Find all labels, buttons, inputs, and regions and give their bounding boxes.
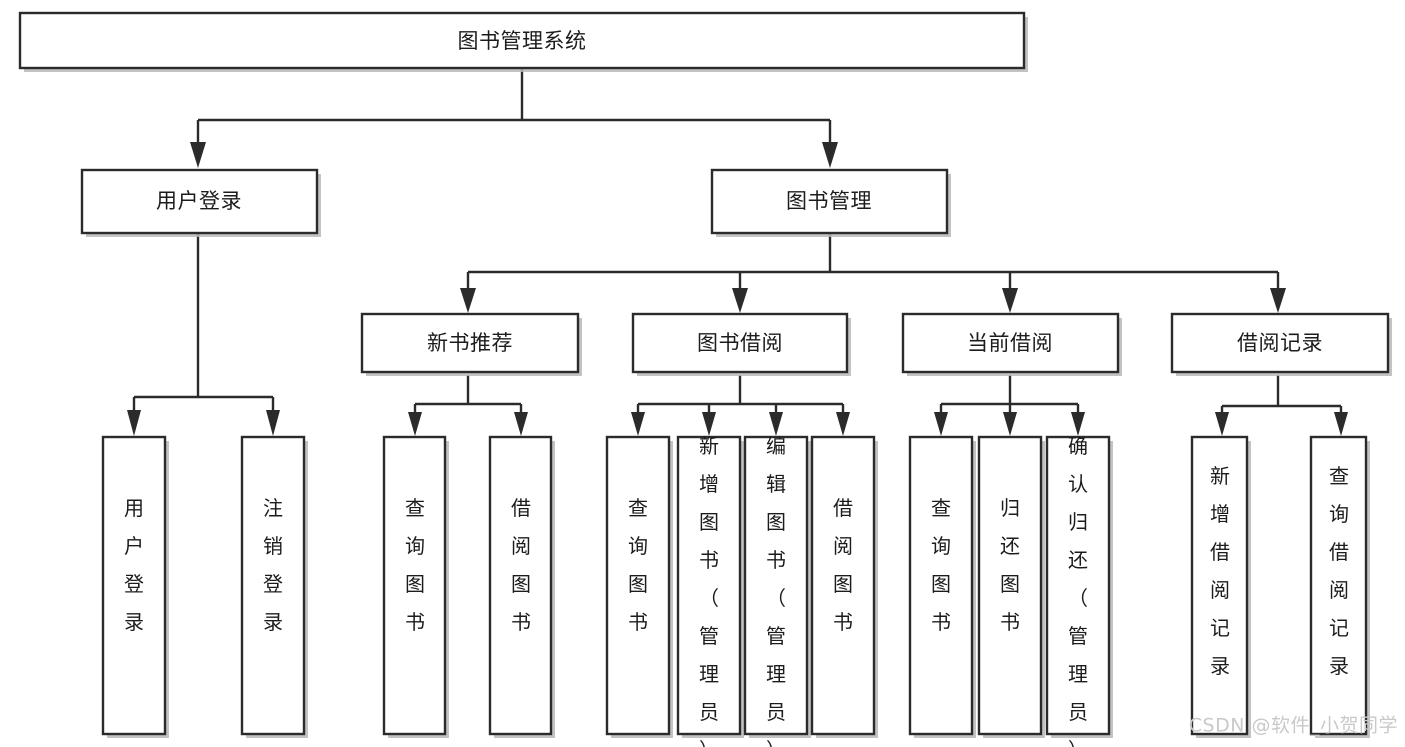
node-leaf-add-record-label: 新增借阅记录 bbox=[1210, 464, 1230, 678]
node-leaf-user-login-box[interactable] bbox=[101, 435, 167, 736]
node-leaf-query-book-1-label: 查询图书 bbox=[405, 496, 425, 634]
node-leaf-user-login[interactable]: 用户登录 bbox=[101, 435, 169, 738]
node-leaf-query-record-box[interactable] bbox=[1309, 435, 1368, 736]
node-new-book-rec-label: 新书推荐 bbox=[427, 331, 513, 355]
node-borrow-record-box[interactable] bbox=[1170, 312, 1390, 374]
node-leaf-logout-login[interactable]: 注销登录 bbox=[240, 435, 308, 738]
node-book-manage-label: 图书管理 bbox=[786, 189, 872, 213]
node-book-borrow-label: 图书借阅 bbox=[697, 331, 783, 355]
node-leaf-borrow-book-1-box[interactable] bbox=[488, 435, 553, 736]
node-leaf-borrow-book-2[interactable]: 借阅图书 bbox=[810, 435, 878, 738]
arrow-head-userlogin bbox=[190, 142, 206, 168]
node-leaf-query-book-3[interactable]: 查询图书 bbox=[908, 435, 976, 738]
node-leaf-borrow-book-1[interactable]: 借阅图书 bbox=[488, 435, 555, 738]
arrow-head-leaf-add-book bbox=[702, 412, 716, 436]
arrow-head-leaf-borrow-book-2 bbox=[836, 412, 850, 436]
node-leaf-query-book-1[interactable]: 查询图书 bbox=[382, 435, 449, 738]
node-leaf-query-book-2-label: 查询图书 bbox=[628, 496, 648, 634]
node-leaf-edit-book-box[interactable] bbox=[743, 435, 809, 736]
arrow-head-bookborrow bbox=[732, 288, 748, 313]
node-user-login[interactable]: 用户登录 bbox=[80, 168, 321, 237]
node-leaf-borrow-book-2-box[interactable] bbox=[810, 435, 876, 736]
node-leaf-confirm-return-label: 确认归还（管理员） bbox=[1068, 434, 1088, 747]
node-leaf-return-book[interactable]: 归还图书 bbox=[977, 435, 1045, 738]
arrow-head-bookmanage bbox=[822, 142, 838, 168]
node-leaf-edit-book[interactable]: 编辑图书（管理员） bbox=[743, 434, 811, 747]
node-current-borrow-box[interactable] bbox=[901, 312, 1120, 374]
node-leaf-query-book-2-box[interactable] bbox=[605, 435, 671, 736]
node-leaf-confirm-return[interactable]: 确认归还（管理员） bbox=[1045, 434, 1113, 747]
arrow-head-leaf-confirm-return bbox=[1071, 412, 1085, 436]
arrow-head-currentborrow bbox=[1002, 288, 1018, 313]
csdn-watermark: CSDN @软件_小贺同学 bbox=[1189, 715, 1398, 737]
node-book-borrow-box[interactable] bbox=[631, 312, 849, 374]
node-leaf-logout-login-label: 注销登录 bbox=[263, 496, 283, 634]
arrow-head-leaf-edit-book bbox=[769, 412, 783, 436]
node-root-box[interactable] bbox=[18, 11, 1026, 70]
node-borrow-record[interactable]: 借阅记录 bbox=[1170, 312, 1392, 376]
node-leaf-query-record-label: 查询借阅记录 bbox=[1329, 464, 1349, 678]
arrow-head-leaf-query-book-2 bbox=[631, 412, 645, 436]
node-leaf-return-book-box[interactable] bbox=[977, 435, 1043, 736]
node-leaf-return-book-label: 归还图书 bbox=[1000, 496, 1020, 634]
connector-layer bbox=[127, 68, 1348, 436]
node-leaf-user-login-label: 用户登录 bbox=[124, 496, 144, 634]
node-leaf-logout-login-box[interactable] bbox=[240, 435, 306, 736]
arrow-head-newbook bbox=[460, 288, 476, 313]
node-current-borrow[interactable]: 当前借阅 bbox=[901, 312, 1122, 376]
node-user-login-box[interactable] bbox=[80, 168, 319, 235]
node-leaf-add-book-box[interactable] bbox=[676, 435, 742, 736]
arrow-head-leaf-return-book bbox=[1003, 412, 1017, 436]
arrow-head-borrowrecord bbox=[1270, 288, 1286, 313]
node-leaf-confirm-return-box[interactable] bbox=[1045, 435, 1111, 736]
arrow-head-leaf-query-book-1 bbox=[408, 412, 422, 436]
node-current-borrow-label: 当前借阅 bbox=[967, 331, 1053, 355]
node-book-manage-box[interactable] bbox=[710, 168, 949, 235]
node-leaf-edit-book-label: 编辑图书（管理员） bbox=[766, 434, 786, 747]
arrow-head-leaf-add-record bbox=[1215, 412, 1229, 436]
node-book-manage[interactable]: 图书管理 bbox=[710, 168, 951, 237]
node-leaf-add-book-label: 新增图书（管理员） bbox=[699, 434, 719, 747]
node-leaf-add-record-box[interactable] bbox=[1190, 435, 1249, 736]
node-user-login-label: 用户登录 bbox=[156, 189, 242, 213]
node-new-book-rec[interactable]: 新书推荐 bbox=[360, 312, 582, 376]
arrow-head-leaf-logout-login bbox=[266, 410, 280, 436]
arrow-head-leaf-borrow-book-1 bbox=[514, 412, 528, 436]
node-leaf-query-book-3-label: 查询图书 bbox=[931, 496, 951, 634]
node-leaf-borrow-book-1-label: 借阅图书 bbox=[511, 496, 531, 634]
node-root-label: 图书管理系统 bbox=[458, 29, 587, 53]
node-leaf-query-book-1-box[interactable] bbox=[382, 435, 447, 736]
node-leaf-borrow-book-2-label: 借阅图书 bbox=[833, 496, 853, 634]
arrow-head-leaf-query-book-3 bbox=[934, 412, 948, 436]
arrow-head-leaf-query-record bbox=[1334, 412, 1348, 436]
node-leaf-add-book[interactable]: 新增图书（管理员） bbox=[676, 434, 744, 747]
node-book-borrow[interactable]: 图书借阅 bbox=[631, 312, 851, 376]
node-new-book-rec-box[interactable] bbox=[360, 312, 580, 374]
node-leaf-query-book-3-box[interactable] bbox=[908, 435, 974, 736]
node-leaf-query-book-2[interactable]: 查询图书 bbox=[605, 435, 673, 738]
node-root[interactable]: 图书管理系统 bbox=[18, 11, 1028, 72]
arrow-head-leaf-user-login bbox=[127, 410, 141, 436]
node-leaf-query-record[interactable]: 查询借阅记录 bbox=[1309, 435, 1370, 738]
node-borrow-record-label: 借阅记录 bbox=[1237, 331, 1323, 355]
node-leaf-add-record[interactable]: 新增借阅记录 bbox=[1190, 435, 1251, 738]
